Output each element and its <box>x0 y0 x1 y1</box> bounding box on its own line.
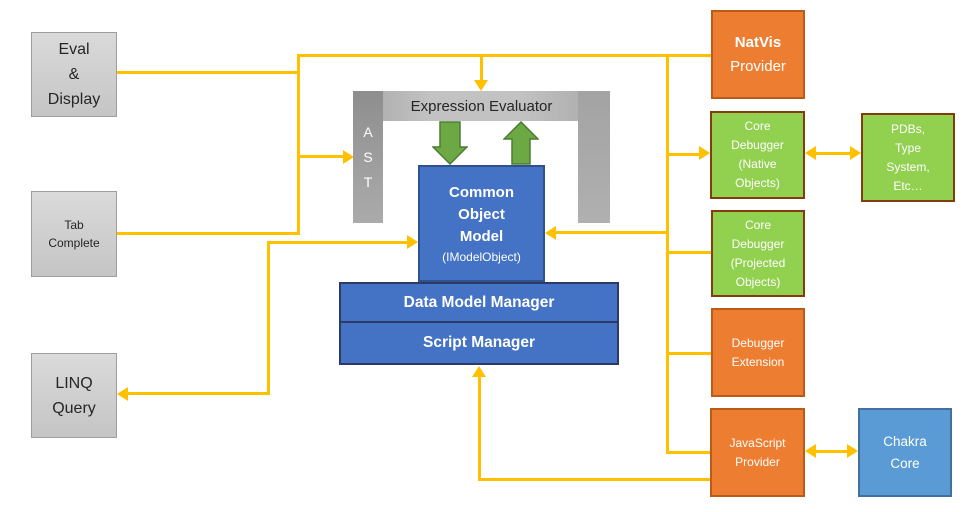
box-script-manager: Script Manager <box>339 321 619 365</box>
box-label-line: NatVis <box>734 33 782 51</box>
connector-right-bus-to-core-debugger-projected <box>666 251 711 254</box>
box-label-line: Objects) <box>735 176 780 190</box>
box-label-line: Extension <box>731 354 785 369</box>
connector-elbow-to-linq-query <box>128 392 270 395</box>
expression-evaluator-label: Expression Evaluator <box>410 97 553 115</box>
connector-right-bus-vertical <box>666 54 669 454</box>
box-core-debugger-native: Core Debugger (Native Objects) <box>710 111 805 199</box>
box-pdbs-type-system: PDBs, Type System, Etc… <box>861 113 955 202</box>
box-label-line: JavaScript <box>729 435 786 450</box>
connector-left-bus-to-ast <box>297 155 343 158</box>
box-label-line: (Native <box>738 157 777 171</box>
box-tab-complete: Tab Complete <box>31 191 117 277</box>
box-label-line: Object <box>458 205 505 223</box>
box-core-debugger-projected: Core Debugger (Projected Objects) <box>711 210 805 297</box>
ast-letter: S <box>363 148 373 165</box>
green-up-arrow-icon <box>503 121 539 165</box>
connector-script-manager-vertical <box>478 377 481 481</box>
box-label: Data Model Manager <box>403 293 555 311</box>
green-down-arrow-icon <box>432 121 468 165</box>
box-sublabel: (IModelObject) <box>442 249 521 264</box>
connector-top-bus-to-natvis <box>297 54 711 57</box>
box-label-line: Provider <box>735 454 780 469</box>
arrowhead-right-icon <box>343 150 354 164</box>
box-label-line: Model <box>459 227 504 245</box>
box-label-line: Debugger <box>731 335 785 350</box>
connector-eval-display-to-left-bus <box>116 71 298 74</box>
box-label-line: Common <box>449 183 514 201</box>
arrowhead-right-icon <box>847 444 858 458</box>
box-chakra-core: Chakra Core <box>858 408 952 497</box>
connector-javascript-provider-to-script-manager <box>478 478 711 481</box>
box-label-line: Debugger <box>731 236 785 251</box>
box-javascript-provider: JavaScript Provider <box>710 408 805 497</box>
box-label-line: Complete <box>48 236 100 250</box>
box-label: Script Manager <box>423 334 535 351</box>
connector-right-bus-to-core-debugger-native <box>666 153 699 156</box>
arrowhead-down-icon <box>474 80 488 91</box>
expression-evaluator-bar: Expression Evaluator <box>353 91 610 121</box>
box-label-line: Core <box>890 455 920 471</box>
box-data-model-manager: Data Model Manager <box>339 282 619 323</box>
connector-javascript-provider-to-chakra <box>816 450 847 453</box>
connector-right-bus-to-debugger-extension <box>666 352 711 355</box>
box-label-line: Tab <box>64 218 84 232</box>
box-label-line: PDBs, <box>890 121 925 136</box>
connector-tab-complete-to-left-bus <box>116 232 300 235</box>
box-label-line: Provider <box>730 57 786 75</box>
box-label-line: Core <box>744 217 771 232</box>
box-label-line: Eval <box>58 41 90 58</box>
box-label-line: Core <box>744 119 771 133</box>
ast-letter: A <box>363 123 373 140</box>
arrowhead-left-icon <box>545 226 556 240</box>
box-label-line: Debugger <box>731 138 784 152</box>
box-common-object-model: Common Object Model (IModelObject) <box>418 165 545 282</box>
arrowhead-right-icon <box>699 146 710 160</box>
box-label-line: & <box>68 66 80 83</box>
box-label-line: Chakra <box>883 433 927 449</box>
box-eval-display: Eval & Display <box>31 32 117 117</box>
connector-elbow-to-common-object-model <box>267 241 408 244</box>
right-pillar <box>578 91 610 223</box>
arrowhead-left-icon <box>117 387 128 401</box>
arrowhead-left-icon <box>805 444 816 458</box>
arrowhead-up-icon <box>472 366 486 377</box>
connector-core-native-to-pdbs <box>816 152 850 155</box>
connector-right-bus-to-javascript-provider <box>666 451 710 454</box>
box-label-line: Etc… <box>893 178 923 193</box>
box-label-line: Type <box>894 140 921 155</box>
connector-elbow-vertical <box>267 241 270 395</box>
box-label-line: Display <box>47 91 101 108</box>
connector-right-bus-to-common-object-model <box>556 231 669 234</box>
arrowhead-right-icon <box>407 235 418 249</box>
arrowhead-right-icon <box>850 146 861 160</box>
ast-pillar: A S T <box>353 91 383 223</box>
ast-letter: T <box>363 173 373 190</box>
box-label-line: LINQ <box>55 374 93 392</box>
connector-top-bus-to-expression-evaluator <box>480 54 483 81</box>
arrowhead-left-icon <box>805 146 816 160</box>
box-label-line: (Projected <box>730 255 786 270</box>
connector-left-bus-vertical <box>297 54 300 235</box>
box-label-line: Objects) <box>735 274 781 289</box>
box-natvis-provider: NatVis Provider <box>711 10 805 99</box>
box-label-line: System, <box>886 159 930 174</box>
box-label-line: Query <box>52 399 96 417</box>
box-linq-query: LINQ Query <box>31 353 117 438</box>
box-debugger-extension: Debugger Extension <box>711 308 805 397</box>
